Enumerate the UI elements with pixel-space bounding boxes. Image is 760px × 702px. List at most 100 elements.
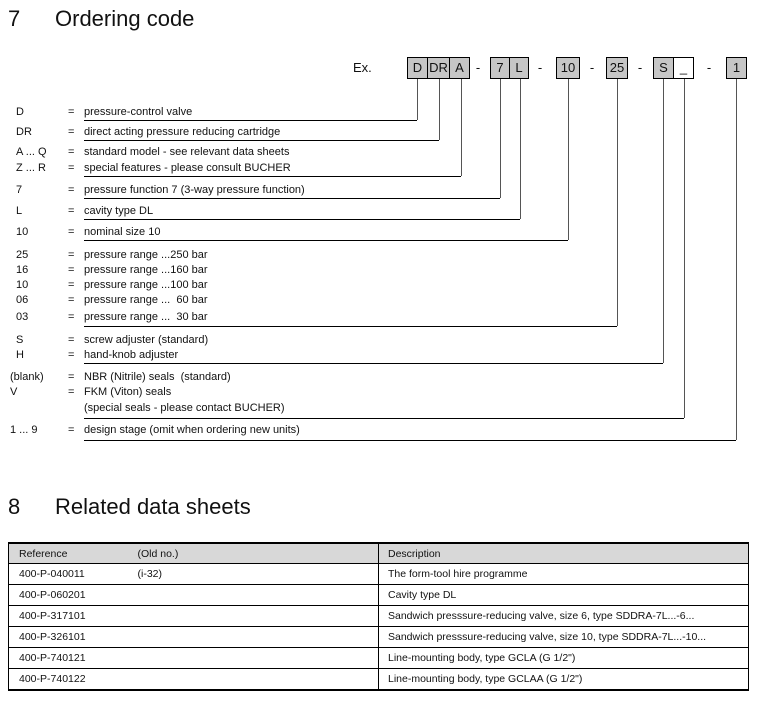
legend-desc: screw adjuster (standard)	[84, 334, 209, 346]
legend-desc: pressure range ... 30 bar	[84, 311, 208, 323]
connector-vline-s	[663, 79, 664, 363]
equals-sign: =	[68, 279, 75, 291]
legend-code: Z ... R	[16, 162, 46, 174]
connector-underline-7	[84, 198, 500, 199]
cell-old-no	[138, 627, 379, 648]
code-box-group-type: D DR A	[407, 57, 470, 79]
connector-underline-dr	[84, 140, 439, 141]
section-8-heading: 8 Related data sheets	[0, 494, 760, 522]
equals-sign: =	[68, 311, 75, 323]
code-box-group-function: 7 L	[490, 57, 529, 79]
equals-sign: =	[68, 126, 75, 138]
table-row: 400-P-326101 Sandwich presssure-reducing…	[8, 626, 749, 648]
equals-sign: =	[68, 294, 75, 306]
connector-underline-a	[84, 176, 461, 177]
equals-sign: =	[68, 106, 75, 118]
example-label: Ex.	[353, 60, 372, 75]
code-box-d: D	[407, 57, 428, 79]
connector-underline-25	[84, 326, 617, 327]
equals-sign: =	[68, 226, 75, 238]
equals-sign: =	[68, 334, 75, 346]
code-separator: -	[537, 60, 543, 75]
cell-description: Cavity type DL	[378, 584, 749, 606]
cell-description: Line-mounting body, type GCLA (G 1/2")	[378, 647, 749, 669]
legend-desc: cavity type DL	[84, 205, 154, 217]
equals-sign: =	[68, 264, 75, 276]
connector-underline-s	[84, 363, 663, 364]
legend-desc: pressure range ...250 bar	[84, 249, 208, 261]
legend-code: V	[10, 386, 18, 398]
cell-old-no	[138, 606, 379, 627]
cell-reference: 400-P-740122	[19, 673, 86, 685]
legend-desc: pressure range ...160 bar	[84, 264, 208, 276]
connector-vline-l	[520, 79, 521, 219]
connector-underline-1	[84, 440, 736, 441]
code-box-s: S	[653, 57, 674, 79]
equals-sign: =	[68, 184, 75, 196]
section-7-heading: 7 Ordering code	[0, 6, 760, 34]
section-7-title: Ordering code	[55, 6, 195, 31]
table-row: 400-P-040011 (i-32) The form-tool hire p…	[8, 563, 749, 585]
connector-vline-d	[417, 79, 418, 120]
legend-code: A ... Q	[16, 146, 47, 158]
legend-desc: FKM (Viton) seals	[84, 386, 172, 398]
table-header-row: Reference (Old no.) Description	[8, 543, 749, 564]
legend-code: 7	[16, 184, 23, 196]
equals-sign: =	[68, 162, 75, 174]
column-header-old-no: (Old no.)	[137, 543, 379, 564]
table-row: 400-P-740122 Line-mounting body, type GC…	[8, 668, 749, 691]
code-box-group-design-stage: 1	[726, 57, 747, 79]
related-data-sheets-table: Reference (Old no.) Description 400-P-04…	[8, 542, 749, 691]
legend-code: 25	[16, 249, 29, 261]
cell-reference: 400-P-740121	[19, 652, 86, 664]
section-7-number: 7	[8, 6, 21, 31]
code-separator: -	[706, 60, 712, 75]
cell-old-no	[138, 648, 379, 669]
legend-code: D	[16, 106, 24, 118]
legend-desc: design stage (omit when ordering new uni…	[84, 424, 300, 436]
equals-sign: =	[68, 371, 75, 383]
equals-sign: =	[68, 205, 75, 217]
connector-vline-seal	[684, 79, 685, 418]
cell-old-no: (i-32)	[137, 568, 163, 580]
code-separator: -	[637, 60, 643, 75]
connector-underline-d	[84, 120, 417, 121]
legend-desc: direct acting pressure reducing cartridg…	[84, 126, 281, 138]
column-header-reference: Reference	[8, 543, 138, 564]
equals-sign: =	[68, 424, 75, 436]
cell-old-no	[138, 669, 379, 691]
code-box-seal-blank: _	[673, 57, 694, 79]
code-separator: -	[589, 60, 595, 75]
legend-desc: nominal size 10	[84, 226, 161, 238]
code-box-dr: DR	[427, 57, 450, 79]
cell-old-no	[138, 585, 379, 606]
table-row: 400-P-317101 Sandwich presssure-reducing…	[8, 605, 749, 627]
cell-reference: 400-P-317101	[19, 610, 86, 622]
legend-desc: hand-knob adjuster	[84, 349, 179, 361]
equals-sign: =	[68, 386, 75, 398]
code-box-a: A	[449, 57, 470, 79]
legend-desc: special features - please consult BUCHER	[84, 162, 291, 174]
code-box-group-adjuster-seals: S _	[653, 57, 694, 79]
code-box-1: 1	[726, 57, 747, 79]
connector-vline-10	[568, 79, 569, 240]
legend-code: 10	[16, 279, 29, 291]
connector-underline-l	[84, 219, 520, 220]
equals-sign: =	[68, 146, 75, 158]
legend-desc: pressure range ... 60 bar	[84, 294, 208, 306]
legend-code: 03	[16, 311, 29, 323]
cell-reference: 400-P-040011	[19, 568, 85, 580]
connector-vline-dr	[439, 79, 440, 140]
legend-code: 1 ... 9	[10, 424, 38, 436]
cell-description: Line-mounting body, type GCLAA (G 1/2")	[378, 668, 749, 690]
legend-desc: standard model - see relevant data sheet…	[84, 146, 290, 158]
legend-code: 16	[16, 264, 29, 276]
legend-code: L	[16, 205, 23, 217]
connector-vline-a	[461, 79, 462, 176]
legend-desc: pressure range ...100 bar	[84, 279, 208, 291]
legend-code: (blank)	[10, 371, 44, 383]
code-box-group-size: 10	[556, 57, 580, 79]
cell-description: Sandwich presssure-reducing valve, size …	[378, 605, 749, 627]
connector-vline-1	[736, 79, 737, 440]
